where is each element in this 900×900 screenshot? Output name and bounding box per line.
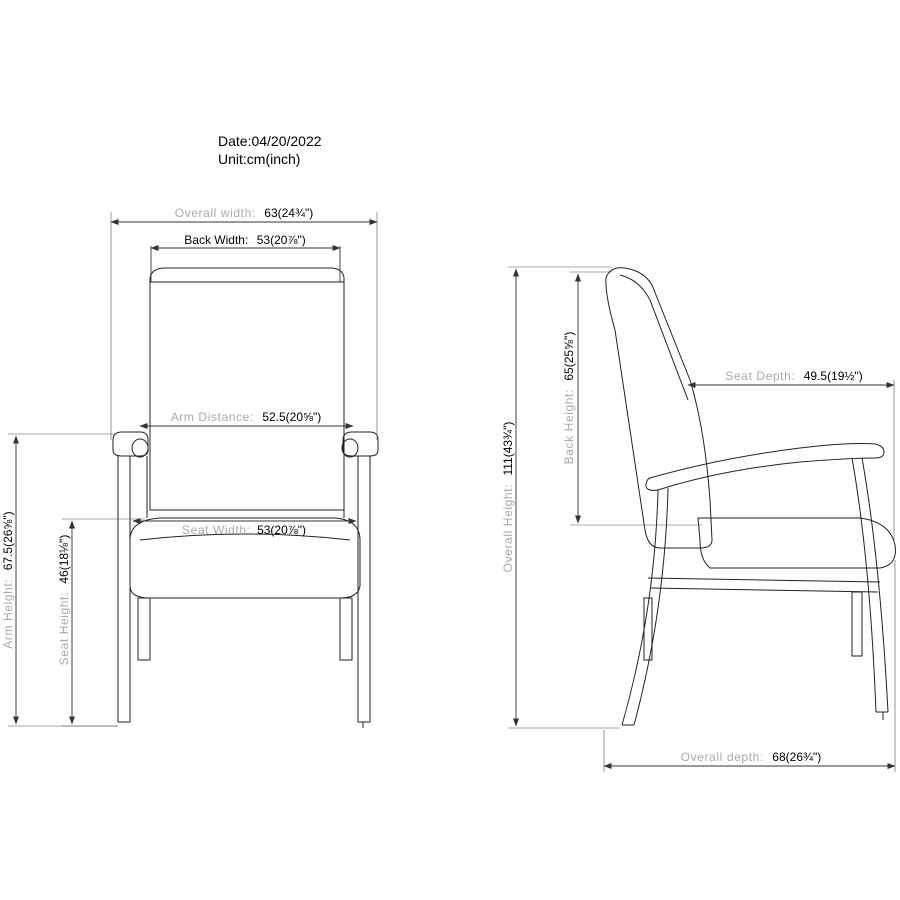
seat-width-value: 53(20⅞") bbox=[257, 523, 306, 537]
back-width-value: 53(20⅞") bbox=[257, 233, 306, 247]
back-height-label: Back Height: bbox=[562, 389, 576, 464]
arm-height-value: 67.5(26⅝") bbox=[1, 511, 15, 570]
side-view-chair bbox=[605, 267, 896, 726]
arm-distance-value: 52.5(20⅝") bbox=[262, 410, 321, 424]
date-label: Date:04/20/2022 bbox=[218, 133, 322, 149]
side-backrest bbox=[605, 267, 713, 549]
front-backrest bbox=[149, 267, 345, 511]
front-view-chair bbox=[112, 267, 379, 728]
arm-distance-label: Arm Distance: bbox=[171, 410, 254, 424]
seat-width-label: Seat Width: bbox=[182, 523, 251, 537]
seat-height-dimension: Seat Height: 46(18⅛") bbox=[55, 535, 72, 666]
overall-width-dimension: Overall width: 63(24¾") bbox=[175, 204, 314, 221]
overall-depth-value: 68(26¾") bbox=[772, 750, 821, 764]
back-width-label: Back Width: bbox=[184, 233, 248, 247]
overall-height-dimension: Overall Height: 111(43¾") bbox=[499, 422, 516, 573]
overall-width-label: Overall width: bbox=[175, 206, 256, 220]
front-left-armrest bbox=[112, 431, 149, 457]
front-right-armrest bbox=[342, 431, 379, 457]
arm-distance-dimension: Arm Distance: 52.5(20⅝") bbox=[171, 408, 322, 425]
seat-depth-label: Seat Depth: bbox=[725, 369, 795, 383]
back-height-dimension: Back Height: 65(25⅝") bbox=[560, 332, 577, 465]
back-width-dimension: Back Width: 53(20⅞") bbox=[184, 231, 305, 248]
overall-height-label: Overall Height: bbox=[501, 484, 515, 572]
arm-height-dimension: Arm Height: 67.5(26⅝") bbox=[0, 511, 16, 648]
side-armrest bbox=[645, 443, 885, 491]
unit-label: Unit:cm(inch) bbox=[218, 151, 301, 167]
front-dimension-lines bbox=[8, 212, 378, 727]
seat-width-dimension: Seat Width: 53(20⅞") bbox=[182, 521, 306, 538]
seat-depth-value: 49.5(19½") bbox=[804, 369, 863, 383]
overall-height-value: 111(43¾") bbox=[501, 422, 515, 476]
overall-width-value: 63(24¾") bbox=[264, 206, 313, 220]
side-dimension-lines bbox=[508, 266, 896, 772]
seat-depth-dimension: Seat Depth: 49.5(19½") bbox=[725, 367, 862, 384]
side-seat-cushion bbox=[697, 517, 896, 569]
seat-height-label: Seat Height: bbox=[57, 592, 71, 665]
back-height-value: 65(25⅝") bbox=[562, 332, 576, 381]
overall-depth-dimension: Overall depth: 68(26¾") bbox=[681, 748, 822, 765]
overall-depth-label: Overall depth: bbox=[681, 750, 764, 764]
drawing-header: Date:04/20/2022 Unit:cm(inch) bbox=[218, 132, 322, 168]
arm-height-label: Arm Height: bbox=[1, 579, 15, 649]
seat-height-value: 46(18⅛") bbox=[57, 535, 71, 584]
